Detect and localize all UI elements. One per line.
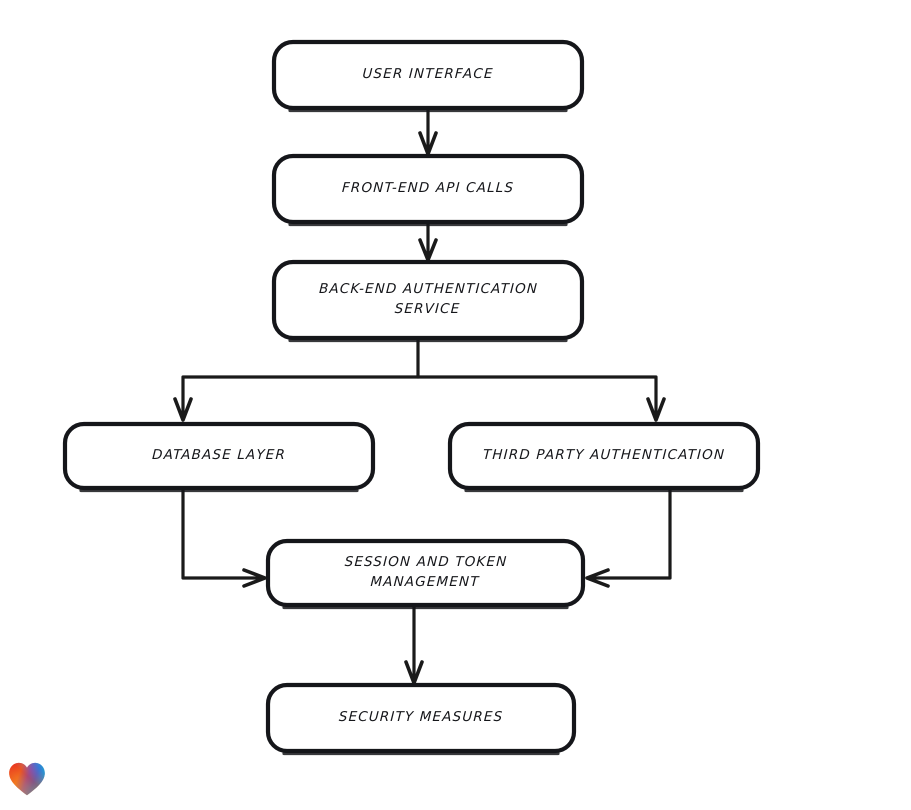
- node-security-measures[interactable]: [268, 685, 574, 751]
- heart-icon: [9, 762, 45, 796]
- node-security-measures-shape[interactable]: [265, 682, 577, 756]
- edge-database-layer-to-session-and-token-management: [181, 486, 267, 588]
- edge-front-end-api-calls-to-back-end-authentication-service: [418, 220, 438, 262]
- edge-session-and-token-management-to-security-measures: [404, 603, 424, 685]
- node-database-layer[interactable]: [65, 424, 373, 488]
- node-database-layer-shape[interactable]: [62, 421, 376, 493]
- node-session-and-token-management-shape[interactable]: [265, 538, 586, 610]
- node-third-party-authentication[interactable]: [450, 424, 758, 488]
- edge-user-interface-to-front-end-api-calls: [418, 106, 438, 156]
- edge-back-end-authentication-service-to-database-layer: [173, 336, 420, 422]
- node-session-and-token-management[interactable]: [268, 541, 583, 605]
- node-user-interface-shape[interactable]: [271, 39, 585, 113]
- node-front-end-api-calls-shape[interactable]: [271, 153, 585, 227]
- edge-back-end-authentication-service-to-third-party-authentication: [416, 375, 666, 422]
- node-user-interface[interactable]: [274, 42, 582, 108]
- node-back-end-authentication-service[interactable]: [274, 262, 582, 338]
- node-third-party-authentication-shape[interactable]: [447, 421, 761, 493]
- node-back-end-authentication-service-shape[interactable]: [271, 259, 585, 343]
- edge-third-party-authentication-to-session-and-token-management: [585, 486, 672, 588]
- node-front-end-api-calls[interactable]: [274, 156, 582, 222]
